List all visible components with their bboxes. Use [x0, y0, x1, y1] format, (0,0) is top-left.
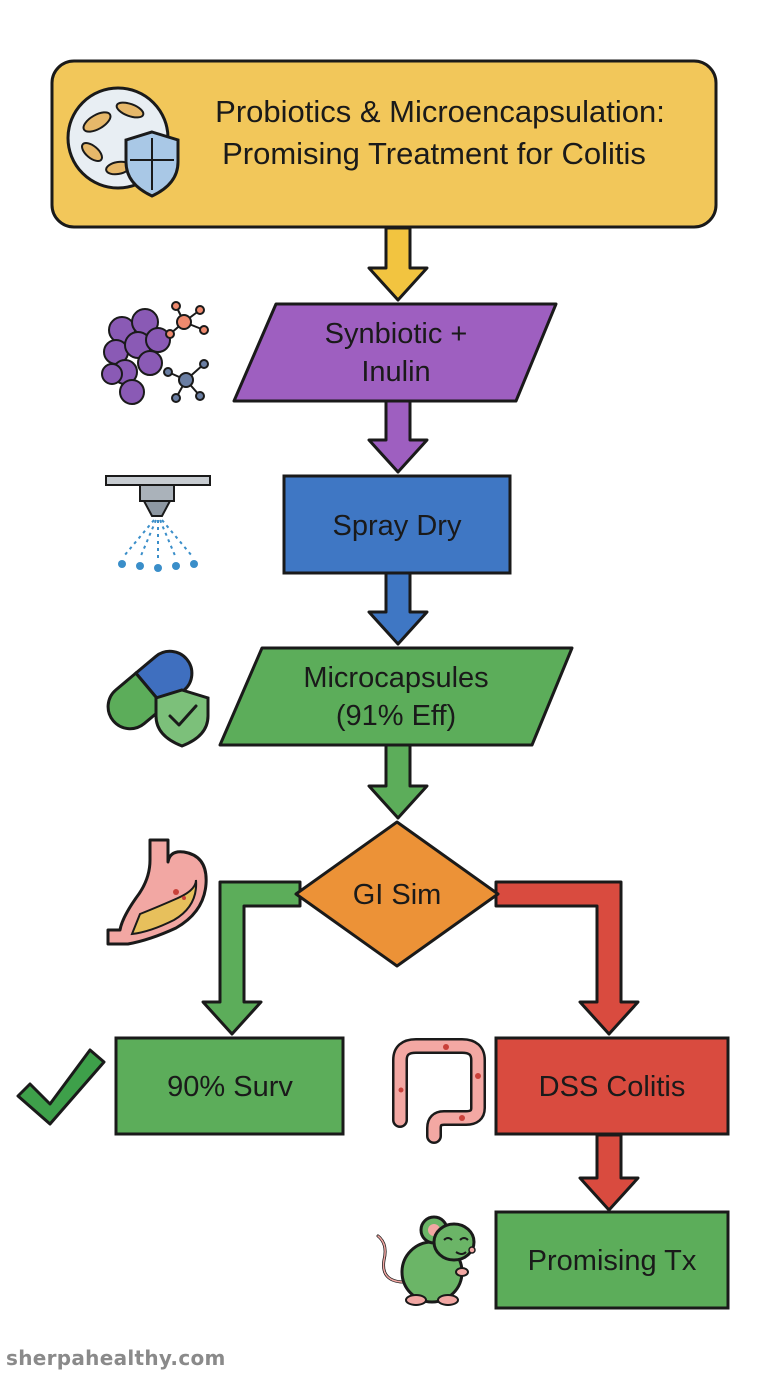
node-synbiotic-line-2: Inulin — [361, 356, 430, 388]
stomach-icon — [106, 838, 208, 946]
title-line-1: Probiotics & Microencapsulation: — [215, 94, 665, 129]
watermark: sherpahealthy.com — [6, 1346, 226, 1370]
node-microcapsules: Microcapsules (91% Eff) — [218, 646, 574, 747]
arrow-gisim-to-survival — [201, 880, 302, 1036]
arrow-gisim-to-dsscolitis — [494, 880, 640, 1036]
arrow-spraydry-to-microcapsules — [367, 571, 429, 646]
node-dss-colitis: DSS Colitis — [494, 1036, 730, 1136]
node-promising-tx: Promising Tx — [494, 1210, 730, 1310]
node-microcapsules-line-2: (91% Eff) — [336, 700, 456, 732]
node-spray-dry-label: Spray Dry — [333, 510, 462, 542]
arrow-dsscolitis-to-promisingtx — [578, 1133, 640, 1212]
node-survival-label: 90% Surv — [167, 1071, 293, 1103]
capsule-shield-icon — [106, 649, 210, 748]
node-survival: 90% Surv — [114, 1036, 345, 1136]
node-gi-sim: GI Sim — [294, 820, 500, 968]
spray-nozzle-icon — [105, 475, 211, 572]
node-synbiotic: Synbiotic + Inulin — [232, 302, 558, 403]
node-synbiotic-line-1: Synbiotic + — [325, 318, 468, 350]
arrow-synbiotic-to-spraydry — [367, 399, 429, 474]
arrow-microcapsules-to-gisim — [367, 743, 429, 820]
bacteria-shield-icon — [66, 86, 180, 198]
colon-icon — [392, 1038, 486, 1144]
node-promising-tx-label: Promising Tx — [528, 1245, 697, 1277]
title-box: Probiotics & Microencapsulation: Promisi… — [50, 59, 718, 229]
node-gi-sim-label: GI Sim — [353, 879, 442, 911]
checkmark-icon — [16, 1048, 106, 1126]
node-dss-colitis-label: DSS Colitis — [539, 1071, 686, 1103]
arrow-title-to-synbiotic — [367, 226, 429, 302]
title-line-2: Promising Treatment for Colitis — [222, 136, 646, 171]
bacteria-molecule-icon — [101, 301, 209, 405]
node-microcapsules-line-1: Microcapsules — [303, 662, 488, 694]
mouse-icon — [376, 1215, 476, 1306]
node-spray-dry: Spray Dry — [282, 474, 512, 575]
